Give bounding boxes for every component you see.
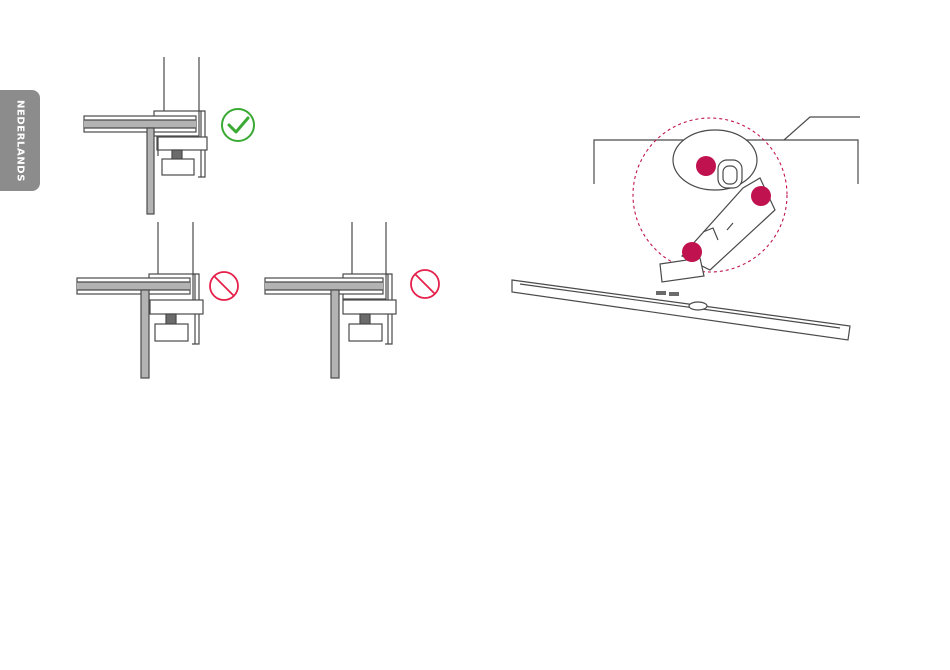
marker-2 [751,186,771,206]
clamp-correct-diagram [84,57,207,214]
prohibited-icon [411,270,439,298]
clamp-wrong-diagram-2 [265,222,396,378]
monitor-arm-diagram [512,117,860,340]
marker-3 [682,242,702,262]
clamp-wrong-diagram-1 [77,222,203,378]
check-circle-icon [222,109,254,141]
marker-1 [696,156,716,176]
prohibited-icon [210,272,238,300]
